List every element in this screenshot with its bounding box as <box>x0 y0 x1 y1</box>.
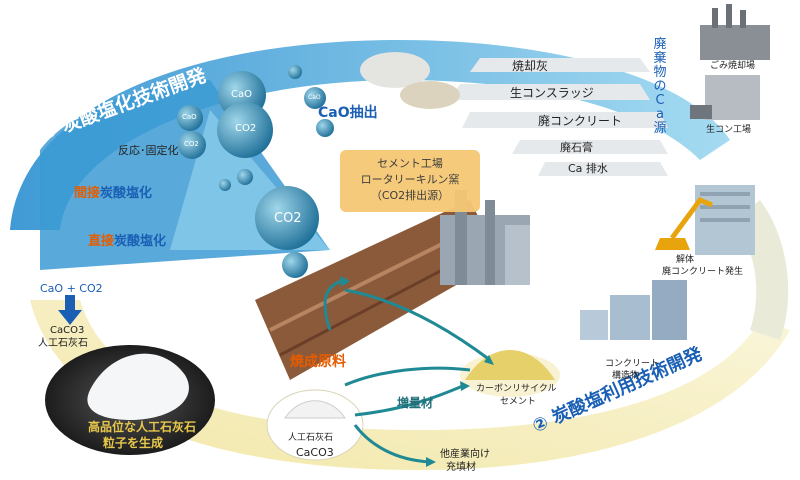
garbage-plant-label: ごみ焼却場 <box>710 61 756 71</box>
bubble-co2-1-label: CO2 <box>235 123 257 134</box>
waste-strip-1 <box>470 58 650 72</box>
caco3-left: CaCO3 <box>50 325 85 336</box>
indirect-carbonation-label: 間接炭酸塩化 <box>74 187 152 200</box>
source-line2: ロータリーキルン窯 <box>360 172 460 186</box>
source-line3: （CO2排出源） <box>370 188 450 202</box>
artificial-limestone-left: 人工石灰石 <box>38 338 88 349</box>
bottom-caco3-label: CaCO3 <box>296 446 334 459</box>
burn-material-label: 焼成原料 <box>290 354 346 370</box>
bubble-cao-2-label: CaO <box>182 113 197 121</box>
direct-carbonation-label: 直接炭酸塩化 <box>88 235 166 248</box>
cement-pile <box>465 350 555 380</box>
direct-prefix: 直接 <box>88 234 115 249</box>
carbon-cement-line2: セメント <box>500 397 536 407</box>
ready-mix-plant-label: 生コン工場 <box>706 125 752 135</box>
bottom-limestone-label: 人工石灰石 <box>288 433 334 443</box>
direct-suffix: 炭酸塩化 <box>114 234 167 249</box>
bubble-co2-1 <box>217 102 273 158</box>
arrow-to-cement-2 <box>344 366 471 387</box>
bubble-co2-big <box>255 186 319 250</box>
ready-mix-plant-icon <box>705 75 760 120</box>
waste-source-4: 廃石膏 <box>560 141 593 154</box>
concrete-structure-line2: 構造物 <box>612 371 640 381</box>
bubble-cao-2 <box>177 105 203 131</box>
sludge-pile <box>400 81 460 109</box>
waste-strip-3 <box>462 112 668 128</box>
filler-line1: 他産業向け <box>440 449 490 460</box>
bubble-small-3 <box>282 252 308 278</box>
cycle-ring-bottom <box>30 300 790 470</box>
bubble-small-4 <box>219 179 231 191</box>
waste-source-3: 廃コンクリート <box>538 114 623 128</box>
demolition-line1: 解体 <box>676 255 695 265</box>
arrow-to-cement-1 <box>344 288 491 362</box>
concrete-structure-line1: コンクリート <box>605 359 660 369</box>
demolition-line2: 廃コンクリート発生 <box>662 267 744 277</box>
emission-source-box: セメント工場 ロータリーキルン窯 （CO2排出源） <box>340 150 480 212</box>
reaction-arrow <box>58 295 82 325</box>
waste-source-1: 焼却灰 <box>512 59 549 73</box>
waste-strip-2 <box>450 84 650 100</box>
waste-source-2: 生コンスラッジ <box>510 86 594 100</box>
bubble-cao-3-label: CaO <box>308 94 321 101</box>
reaction-fixation-label: 反応･固定化 <box>118 144 179 157</box>
ash-pile <box>360 52 430 88</box>
indirect-suffix: 炭酸塩化 <box>100 186 153 201</box>
filler-line2: 充填材 <box>446 462 476 473</box>
waste-strip-5 <box>538 162 668 176</box>
cao-extraction-label: CaO抽出 <box>318 105 378 121</box>
carbon-cement-line1: カーボンリサイクル <box>476 384 557 394</box>
concrete-structure-icon <box>610 295 650 340</box>
bubble-small-1 <box>316 119 334 137</box>
indirect-prefix: 間接 <box>74 186 101 201</box>
arrow-burn-up <box>323 278 346 331</box>
high-quality-line2: 粒子を生成 <box>103 436 164 450</box>
extender-label: 増量材 <box>397 396 434 410</box>
waste-strip-4 <box>512 140 668 154</box>
bubble-co2-2 <box>178 131 206 159</box>
waste-ca-source-label: 廃棄物のCa源 <box>653 37 667 137</box>
excavator-icon <box>655 238 690 250</box>
high-quality-line1: 高品位な人工石灰石 <box>88 420 197 434</box>
bubble-co2-2-label: CO2 <box>184 140 199 148</box>
bubble-co2-3 <box>237 169 253 185</box>
arrow-filler <box>353 424 431 464</box>
source-line1: セメント工場 <box>377 157 443 170</box>
bubble-co2-big-label: CO2 <box>274 211 302 226</box>
bubble-cao-3 <box>304 87 326 109</box>
bubble-small-2 <box>288 65 302 79</box>
reaction-equation: CaO + CO2 <box>40 282 103 295</box>
arrow-extender <box>354 383 466 417</box>
garbage-plant-icon <box>700 25 770 60</box>
limestone-pile <box>284 400 346 419</box>
waste-source-5: Ca 排水 <box>568 162 608 175</box>
bubble-cao-1-label: CaO <box>231 89 252 100</box>
